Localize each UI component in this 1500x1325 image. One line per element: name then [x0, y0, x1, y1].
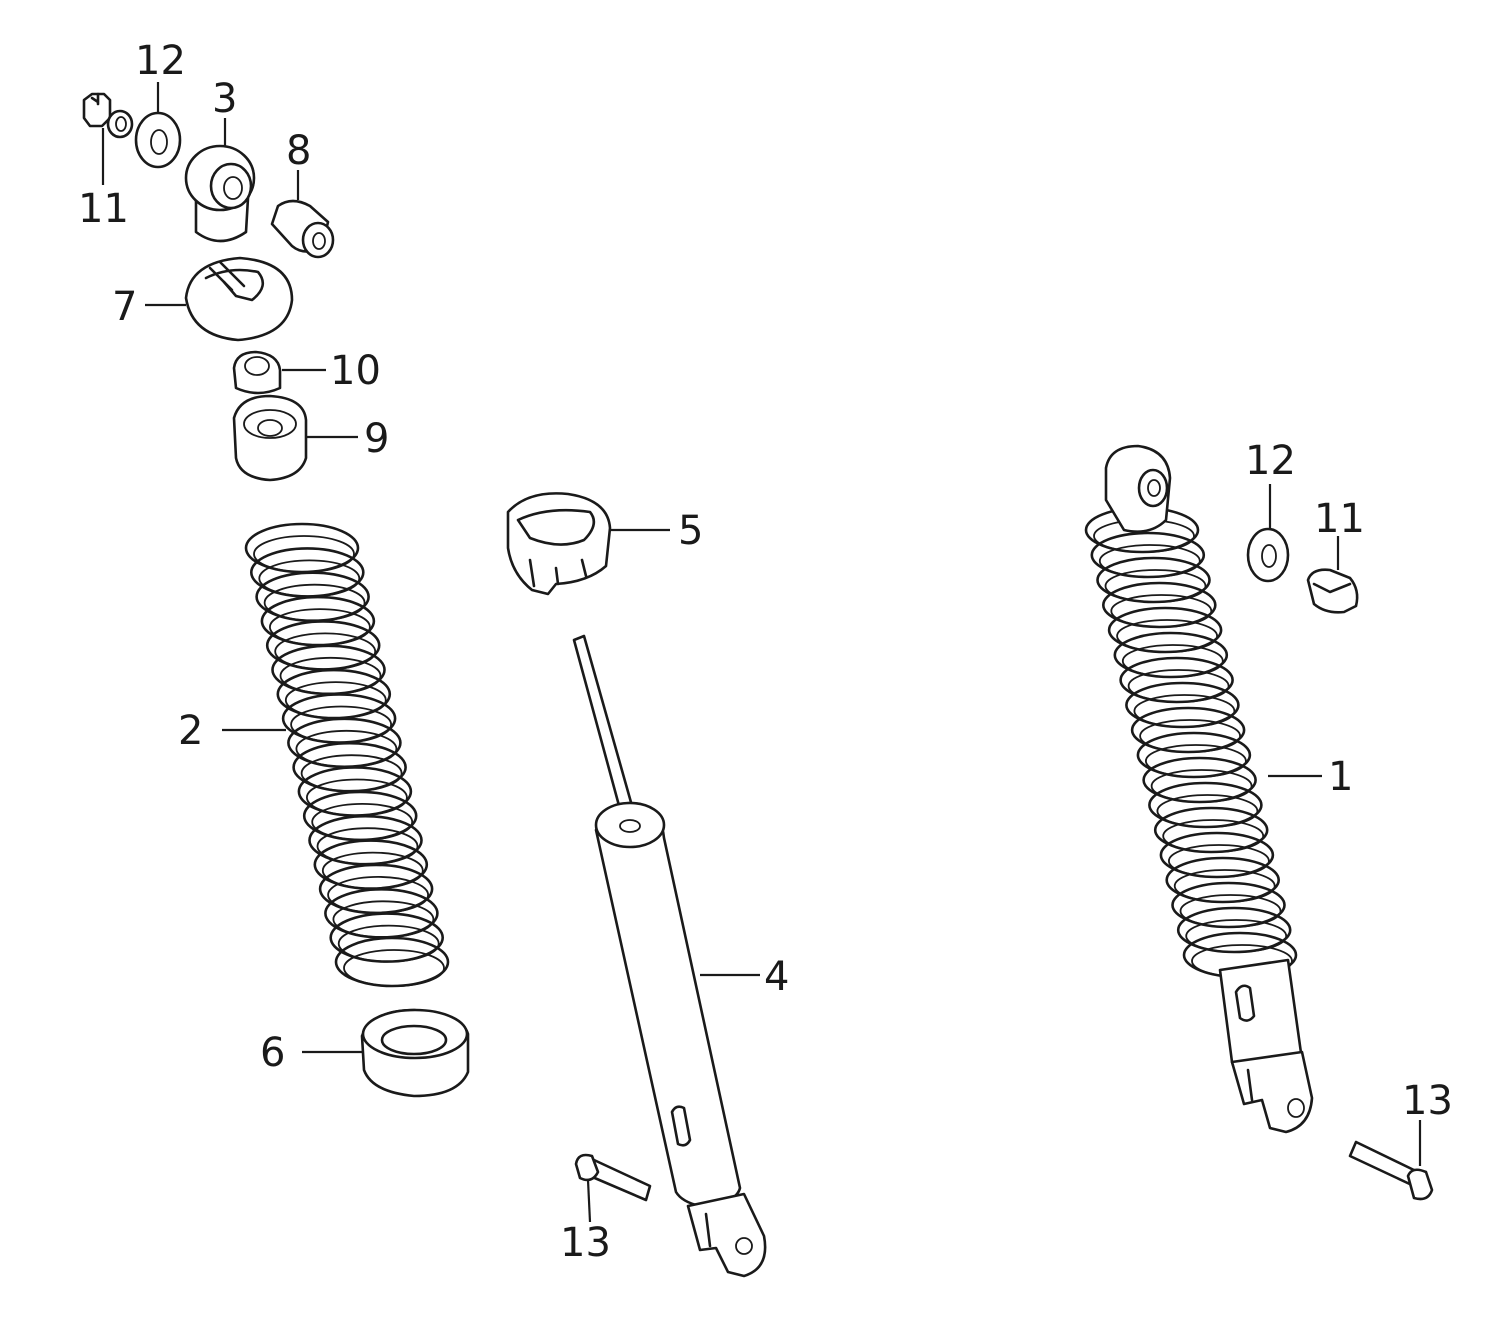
part-8-collar [270, 199, 335, 259]
part-12-right-washer [1246, 527, 1290, 583]
callout-1: 1 [1328, 754, 1353, 800]
part-11-top-collar [82, 92, 134, 139]
part-4-damper [572, 634, 767, 1278]
part-10-stopper [232, 350, 282, 395]
shock-spring [1084, 506, 1298, 979]
part-6-seat-ring [360, 1008, 470, 1098]
spring-coil-inner [1173, 869, 1276, 903]
spring-coil-inner [1133, 694, 1236, 728]
spring-coil-inner [1168, 844, 1270, 878]
callout-13-right: 13 [1402, 1078, 1453, 1124]
callout-3: 3 [212, 76, 237, 122]
spring-coil-inner [1145, 744, 1247, 778]
spring-coil-inner [1156, 794, 1259, 828]
callout-12-right: 12 [1245, 438, 1296, 484]
spring-coil-inner [1150, 769, 1253, 803]
callout-2: 2 [178, 708, 203, 754]
spring-coil-inner [337, 924, 440, 963]
spring-coil-inner [1116, 619, 1218, 653]
part-11-right-nut [1306, 568, 1359, 614]
spring-coil-inner [1179, 894, 1282, 928]
callout-7: 7 [112, 284, 137, 330]
callout-11-top: 11 [78, 186, 129, 232]
spring-coil-inner [1185, 919, 1288, 953]
callout-5: 5 [678, 508, 703, 554]
callout-9: 9 [364, 416, 389, 462]
part-2-coil-spring [244, 522, 450, 988]
spring-coil-inner [343, 949, 445, 987]
leader-13-left [586, 1179, 592, 1223]
part-13-right-bolt [1348, 1140, 1434, 1201]
callout-11-right: 11 [1314, 496, 1365, 542]
callout-13-left: 13 [560, 1220, 611, 1266]
callout-4: 4 [764, 954, 789, 1000]
part-13-left-bolt [574, 1153, 652, 1202]
spring-coil-inner [1104, 569, 1207, 603]
part-5-adjuster [506, 492, 612, 596]
part-1-shock-assembly [1084, 444, 1314, 1134]
part-12-top-washer [134, 111, 182, 169]
spring-coil-inner [1121, 644, 1224, 678]
spring-coil-inner [1162, 819, 1265, 853]
spring-coil-inner [1098, 544, 1201, 578]
part-9-bump-stop [232, 394, 308, 482]
callout-12-top: 12 [135, 38, 186, 84]
spring-coil-inner [1127, 669, 1230, 703]
callout-6: 6 [260, 1030, 285, 1076]
callout-8: 8 [286, 128, 311, 174]
part-3-upper-mount [184, 144, 256, 243]
spring-coil-inner [1110, 594, 1213, 628]
callout-10: 10 [330, 348, 381, 394]
part-7-spring-seat [184, 256, 294, 342]
spring-coil-inner [1139, 719, 1241, 753]
